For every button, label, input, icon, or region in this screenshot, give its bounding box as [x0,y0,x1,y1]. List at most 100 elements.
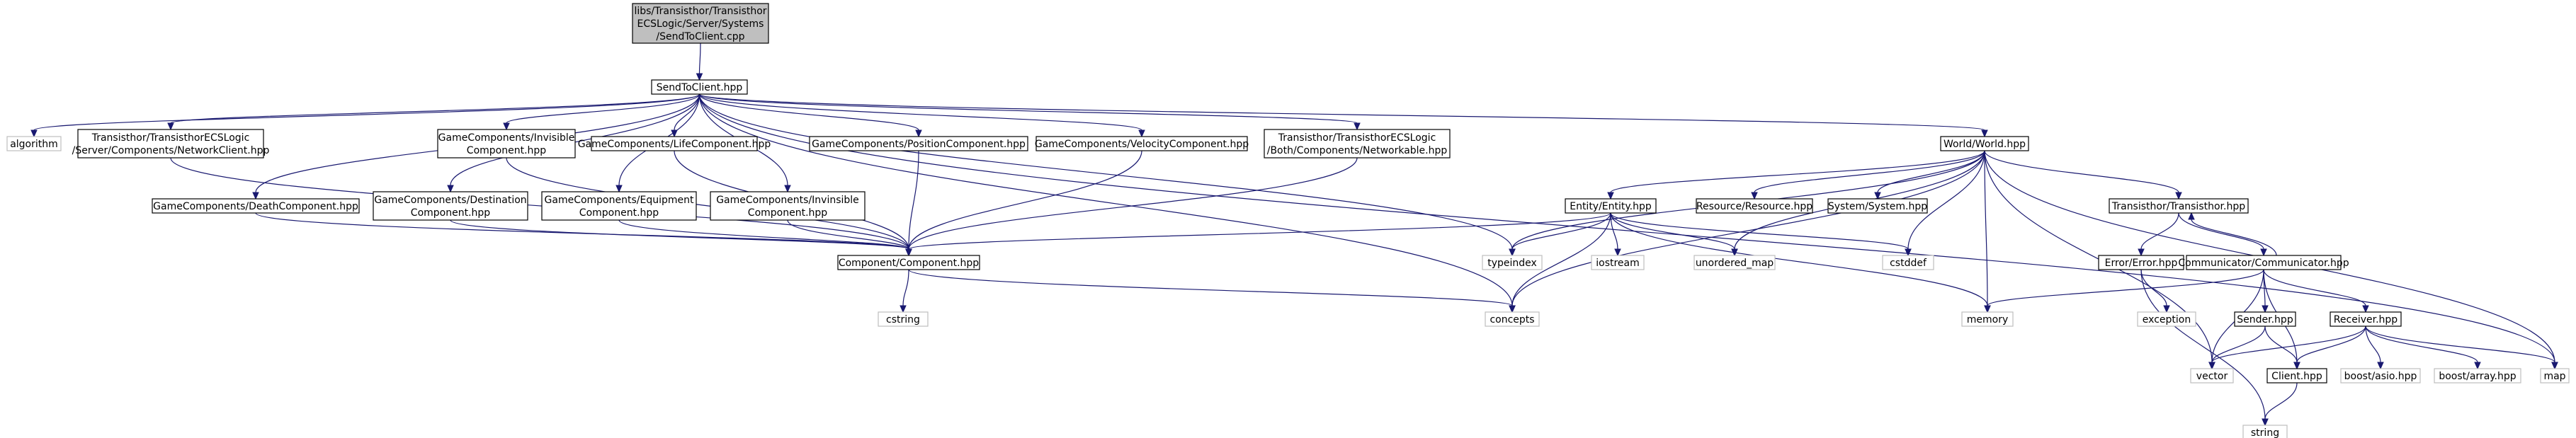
node-label-invisible-line-1: Component.hpp [467,145,546,156]
node-death[interactable]: GameComponents/DeathComponent.hpp [152,198,360,214]
edge-world-to-cstddef [1907,150,1985,250]
node-cstring: cstring [878,311,929,327]
node-error[interactable]: Error/Error.hpp [2098,255,2184,270]
arrowhead-entity-to-cstddef [1905,248,1912,257]
node-label-memory-line-0: memory [1967,314,2009,325]
node-component[interactable]: Component/Component.hpp [837,255,980,270]
node-networkclient[interactable]: Transisthor/TransisthorECSLogic/Server/C… [72,129,270,159]
node-boostarray: boost/array.hpp [2434,368,2521,384]
node-system[interactable]: System/System.hpp [1827,198,1928,214]
node-label-networkable-line-1: /Both/Components/Networkable.hpp [1267,145,1448,156]
node-label-networkable-line-0: Transisthor/TransisthorECSLogic [1278,132,1436,144]
node-box-transisthor [2109,198,2249,214]
edge-receiver-to-client [2296,325,2366,363]
node-string: string [2242,425,2288,438]
node-box-cstddef [1882,255,1934,270]
arrowhead-transisthor-to-error [2138,248,2145,257]
node-world[interactable]: World/World.hpp [1940,136,2029,151]
node-label-root-line-0: libs/Transisthor/Transisthor [634,6,766,17]
edge-error-to-exception [2140,269,2167,306]
node-box-receiver [2330,311,2402,327]
arrowhead-component-to-cstring [900,305,907,313]
node-label-iostream-line-0: iostream [1596,258,1640,269]
arrowhead-world-to-entity [1607,192,1614,200]
node-velocity[interactable]: GameComponents/VelocityComponent.hpp [1035,136,1249,151]
node-label-root-line-1: ECSLogic/Server/Systems [637,18,764,30]
node-box-position [809,136,1028,151]
node-client[interactable]: Client.hpp [2266,368,2327,384]
node-label-world-line-0: World/World.hpp [1944,139,2026,150]
node-box-invisible [437,129,576,159]
node-position[interactable]: GameComponents/PositionComponent.hpp [809,136,1028,151]
node-box-boostarray [2434,368,2521,384]
arrowhead-error-to-exception [2163,305,2170,313]
arrowhead-receiver-to-boostarray [2474,362,2481,370]
node-receiver[interactable]: Receiver.hpp [2330,311,2402,327]
node-box-destination [373,191,528,221]
node-box-string [2242,425,2288,438]
arrowhead-world-to-resource [1751,192,1758,200]
edge-networkable-to-component [908,157,1358,250]
node-box-sendtoclient [651,79,748,95]
node-unordered_map: unordered_map [1693,255,1776,270]
node-label-receiver-line-0: Receiver.hpp [2334,314,2398,325]
edge-entity-to-iostream [1610,212,1618,250]
node-sendtoclient[interactable]: SendToClient.hpp [651,79,748,95]
node-sender[interactable]: Sender.hpp [2234,311,2296,327]
edge-entity-to-unordered_map [1610,212,1735,250]
node-resource[interactable]: Resource/Resource.hpp [1696,198,1813,214]
node-label-boostarray-line-0: boost/array.hpp [2439,371,2516,382]
node-root[interactable]: libs/Transisthor/TransisthorECSLogic/Ser… [632,3,769,44]
node-life[interactable]: GameComponents/LifeComponent.hpp [578,136,771,151]
arrowhead-entity-to-typeindex [1509,248,1516,257]
arrowhead-sendtoclient-to-networkclient [167,122,174,131]
edge-world-to-memory [1984,150,1988,306]
edge-sendtoclient-to-invisible [506,93,700,124]
node-label-client-line-0: Client.hpp [2271,371,2322,382]
edge-world-to-transisthor [1984,150,2179,193]
node-label-velocity-line-0: GameComponents/VelocityComponent.hpp [1035,139,1249,150]
node-box-life [591,136,758,151]
node-label-entity-line-0: Entity/Entity.hpp [1570,201,1652,212]
node-label-sendtoclient-line-0: SendToClient.hpp [657,82,743,93]
arrowhead-receiver-to-vector [2208,362,2215,370]
node-label-typeindex-line-0: typeindex [1487,258,1537,269]
arrowhead-entity-to-component [905,248,912,257]
node-label-map-line-0: map [2543,371,2565,382]
node-label-unordered_map-line-0: unordered_map [1696,258,1774,269]
edge-entity-to-typeindex [1511,212,1611,250]
node-label-component-line-0: Component/Component.hpp [839,258,979,269]
arrowhead-sendtoclient-to-world [1981,129,1988,138]
node-concepts: concepts [1485,311,1540,327]
arrowhead-sendtoclient-to-networkable [1354,122,1361,131]
node-box-algorithm [6,136,62,151]
graph-edges [30,42,2558,427]
node-exception: exception [2137,311,2196,327]
arrowhead-world-to-system [1874,192,1881,200]
arrowhead-entity-to-iostream [1614,248,1621,257]
node-label-invisible-line-0: GameComponents/Invisible [438,132,575,144]
arrowhead-communicator-to-transisthor [2188,212,2195,220]
node-entity[interactable]: Entity/Entity.hpp [1565,198,1657,214]
edge-communicator-to-memory [1987,269,2264,306]
node-label-vector-line-0: vector [2196,371,2228,382]
node-box-memory [1961,311,2014,327]
arrowhead-sendtoclient-to-velocity [1138,129,1145,138]
arrowhead-client-to-string [2262,418,2269,427]
edge-receiver-to-boostarray [2365,325,2478,363]
edge-velocity-to-component [908,150,1142,250]
edge-transisthor-to-communicator [2178,212,2264,250]
node-box-unordered_map [1693,255,1776,270]
node-communicator[interactable]: Communicator/Communicator.hpp [2178,255,2349,270]
node-vector: vector [2190,368,2234,384]
node-box-concepts [1485,311,1540,327]
arrowhead-entity-to-concepts [1509,305,1516,313]
node-box-system [1827,198,1928,214]
node-transisthor[interactable]: Transisthor/Transisthor.hpp [2109,198,2249,214]
node-networkable[interactable]: Transisthor/TransisthorECSLogic/Both/Com… [1264,129,1451,159]
node-box-map [2540,368,2570,384]
